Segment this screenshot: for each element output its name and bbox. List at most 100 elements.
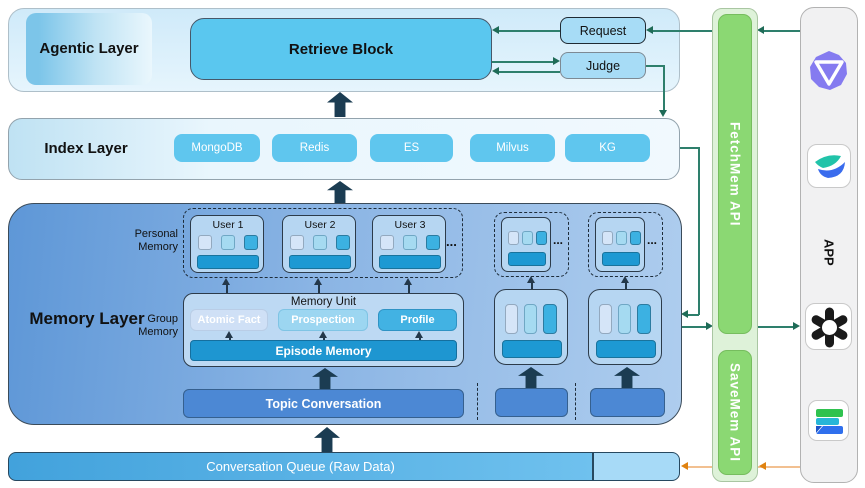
memory-cell-light [290, 235, 304, 250]
arrowhead-into-retrieve-bottom [492, 67, 499, 75]
index-down-line [698, 147, 700, 315]
prospection-box: Prospection [278, 309, 368, 331]
group-memory-label: Group Memory [138, 313, 178, 338]
fetchmem-api-label: FetchMem API [727, 121, 743, 227]
group-b-memory-box [588, 289, 662, 365]
personal-memory-dashed-box [183, 208, 463, 278]
topic-conversation-bar: Topic Conversation [183, 389, 464, 418]
arrowhead-into-index [659, 110, 667, 117]
memory-cell-light [602, 231, 613, 245]
request-box: Request [560, 17, 646, 44]
docs-icon [808, 400, 849, 441]
store-es: ES [370, 134, 453, 162]
memory-cell-dark [426, 235, 440, 250]
memory-unit-title: Memory Unit [290, 295, 357, 308]
retrieve-block: Retrieve Block [190, 18, 492, 80]
memory-cell-light [508, 231, 519, 245]
user-card-1: User 1 [190, 215, 264, 273]
fetchmem-to-request-line [653, 30, 712, 32]
memory-cell-mid [524, 304, 537, 334]
memory-cell-dark [630, 231, 641, 245]
memory-cell-dark [336, 235, 350, 250]
group-a-up-arrowhead [527, 276, 535, 283]
memory-to-fetchmem-line [681, 326, 707, 328]
atomic-fact-box: Atomic Fact [190, 309, 268, 331]
memory-cell-mid [522, 231, 533, 245]
episode-memory-bar: Episode Memory [190, 340, 457, 361]
index-out-line [680, 147, 698, 149]
unit-to-user2-arrowhead [314, 278, 322, 285]
into-memory-line [688, 314, 699, 316]
dashed-separator-2 [575, 383, 576, 420]
group-a-up-shaft [531, 282, 533, 289]
group-a-ellipsis: ... [553, 233, 564, 247]
request-to-retrieve-line [499, 30, 560, 32]
arrowhead-into-fetchmem-bottom [706, 322, 713, 330]
personal-memory-label: Personal Memory [134, 228, 178, 253]
user-card-3: User 3 [372, 215, 446, 273]
judge-to-retrieve-line [499, 71, 560, 73]
arrowhead-into-request [646, 26, 653, 34]
episode-to-prospection-arrowhead [319, 331, 327, 338]
orange-arrowhead-into-savemem [759, 462, 766, 470]
unit-to-user2-shaft [318, 284, 320, 293]
memory-cell-dark [637, 304, 651, 334]
group-b-user-card [595, 217, 645, 272]
unit-to-user1-shaft [226, 284, 228, 293]
openai-icon [805, 303, 852, 350]
episode-to-atomic-arrowhead [225, 331, 233, 338]
group-b-up-arrowhead [621, 276, 629, 283]
qwen-icon [806, 48, 852, 94]
app-to-fetchmem-line [764, 30, 800, 32]
user-memory-bar [289, 255, 351, 269]
store-redis: Redis [272, 134, 357, 162]
arrowhead-into-retrieve-top [492, 26, 499, 34]
memory-cell-mid [618, 304, 631, 334]
arrowhead-into-memory [681, 310, 688, 318]
queue-to-memory-arrow [314, 427, 340, 453]
user-memory-bar [379, 255, 441, 269]
user-memory-bar [508, 252, 546, 266]
arrowhead-into-judge [553, 57, 560, 65]
index-to-agentic-arrow [327, 92, 353, 117]
memory-cell-dark [536, 231, 547, 245]
memory-cell-light [198, 235, 212, 250]
retrieve-to-judge-line [492, 61, 553, 63]
judge-down-line [663, 65, 665, 111]
episode-to-profile-arrowhead [415, 331, 423, 338]
memory-cell-mid [313, 235, 327, 250]
memory-cell-mid [403, 235, 417, 250]
lark-icon [807, 144, 851, 188]
group-memory-bar [502, 340, 562, 358]
app-column-label-wrap: APP [815, 228, 843, 276]
group-b-topic-bar [590, 388, 665, 417]
memory-to-index-arrow [327, 181, 353, 203]
user-1-label: User 1 [212, 219, 244, 231]
user-card-2: User 2 [282, 215, 356, 273]
group-a-user-card [501, 217, 551, 272]
unit-to-user3-arrowhead [404, 278, 412, 285]
store-kg: KG [565, 134, 650, 162]
savemem-api-bar: SaveMem API [718, 350, 752, 475]
memory-cell-dark [244, 235, 258, 250]
index-layer-label: Index Layer [44, 140, 128, 157]
agentic-layer-label: Agentic Layer [26, 13, 152, 85]
users-ellipsis: ... [446, 234, 457, 249]
user-3-label: User 3 [394, 219, 426, 231]
arrowhead-into-app [793, 322, 800, 330]
fetchmem-api-bar: FetchMem API [718, 14, 752, 334]
conversation-queue-bar: Conversation Queue (Raw Data) [8, 452, 593, 481]
judge-box: Judge [560, 52, 646, 79]
store-milvus: Milvus [470, 134, 555, 162]
memory-cell-mid [616, 231, 627, 245]
group-a-topic-bar [495, 388, 568, 417]
group-memory-bar [596, 340, 656, 358]
store-mongodb: MongoDB [174, 134, 260, 162]
group-a-memory-box [494, 289, 568, 365]
app-column-label: APP [821, 238, 837, 266]
orange-arrowhead-into-queue [681, 462, 688, 470]
memory-cell-light [505, 304, 518, 334]
arrowhead-into-fetchmem-top [757, 26, 764, 34]
user-memory-bar [602, 252, 640, 266]
